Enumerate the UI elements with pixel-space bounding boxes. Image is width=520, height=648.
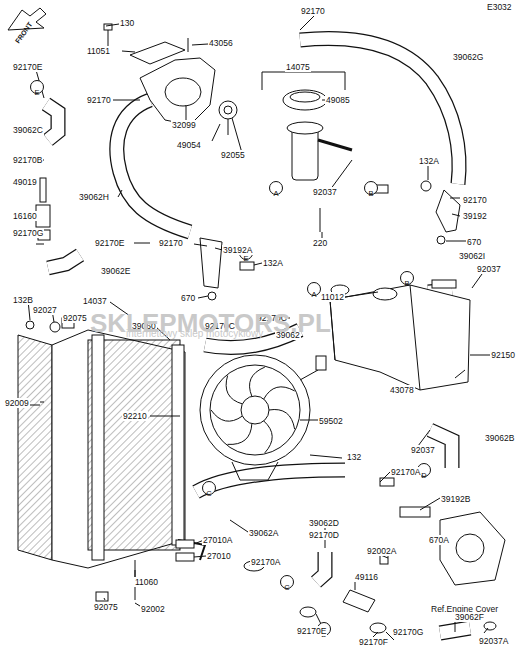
part-number: 11060: [134, 577, 159, 587]
part-number: 92037: [312, 187, 338, 197]
part-number: 39062I: [458, 251, 486, 261]
part-number: 92170A: [390, 467, 421, 477]
part-number: 92170B: [12, 155, 43, 165]
part-number: 220: [312, 238, 328, 248]
part-number: 132: [346, 452, 362, 462]
part-number: 49116: [354, 572, 379, 582]
part-number: 92170G: [12, 228, 44, 238]
part-number: 14037: [82, 296, 108, 306]
part-number: 39062D: [308, 518, 340, 528]
part-number: 59502: [318, 416, 344, 426]
reference-letter: E: [243, 254, 248, 263]
reference-letter: C: [206, 489, 211, 498]
reference-letter: A: [273, 189, 278, 198]
part-number: 92170G: [392, 627, 424, 637]
part-number: 49054: [176, 140, 202, 150]
part-number: 43078: [389, 385, 415, 395]
part-number: 27010A: [202, 535, 233, 545]
part-number: 16160: [12, 211, 38, 221]
part-number: 92170: [300, 6, 326, 16]
part-number: 11012: [320, 292, 345, 302]
part-number: 39062H: [78, 192, 110, 202]
part-number: 130: [119, 18, 135, 28]
part-number: 92170: [86, 95, 112, 105]
part-number: 39062G: [452, 52, 484, 62]
part-number: 92075: [62, 313, 88, 323]
part-number: 39062C: [12, 125, 44, 135]
reference-letter: A: [311, 290, 316, 299]
part-number: 92170: [462, 195, 488, 205]
part-number: 92170A: [250, 557, 281, 567]
part-number: 39062F: [454, 612, 485, 622]
part-number: 670A: [428, 535, 450, 545]
part-number: E3032: [486, 2, 513, 12]
part-number: 92002: [140, 604, 166, 614]
part-number: 92037: [410, 445, 436, 455]
part-number: 92170E: [296, 626, 327, 636]
reference-letter: C: [284, 583, 289, 592]
part-number: 11051: [86, 46, 111, 56]
part-number: 14075: [285, 62, 311, 72]
part-number: 39062B: [484, 433, 515, 443]
reference-letter: D: [421, 471, 426, 480]
part-number: 92037: [476, 264, 502, 274]
reference-letter: B: [368, 189, 373, 198]
part-number: 132A: [418, 156, 440, 166]
fan-blade: [211, 410, 242, 421]
part-number: 92002A: [366, 546, 397, 556]
part-number: 39192B: [440, 494, 471, 504]
part-number: 92170E: [94, 238, 125, 248]
circled-reference-letter: E: [30, 80, 44, 94]
part-number: 92037A: [478, 636, 509, 646]
part-number: 39062A: [248, 528, 279, 538]
part-number: 43056: [208, 38, 234, 48]
part-number: 39062E: [100, 266, 131, 276]
part-number: 670: [180, 293, 196, 303]
part-number: 92075: [93, 602, 119, 612]
part-number: 92210: [122, 411, 148, 421]
fan-blade: [264, 421, 272, 453]
circled-reference-letter: A: [307, 282, 321, 296]
part-number: 670: [466, 237, 482, 247]
part-number: 92150: [490, 350, 516, 360]
part-number: 132A: [262, 258, 284, 268]
part-number: 32099: [171, 120, 197, 130]
part-number: 49019: [12, 177, 38, 187]
part-number: 49085: [325, 95, 351, 105]
part-number: 39192A: [222, 245, 253, 255]
circled-reference-letter: B: [364, 181, 378, 195]
reference-letter: B: [404, 279, 409, 288]
circled-reference-letter: A: [269, 181, 283, 195]
part-number: 92027: [32, 305, 58, 315]
fan-blade: [250, 367, 265, 396]
part-number: 92055: [220, 150, 246, 160]
part-number: 27010: [206, 551, 232, 561]
watermark: internetowy sklep motocyklowy: [126, 328, 263, 339]
fan-blade: [269, 410, 295, 430]
fan-blade: [264, 387, 295, 399]
part-number: 92170E: [12, 62, 43, 72]
part-number: 92170D: [308, 530, 340, 540]
part-number: 132B: [12, 295, 34, 305]
fan-blade: [228, 424, 252, 445]
circled-reference-letter: C: [202, 481, 216, 495]
circled-reference-letter: C: [280, 575, 294, 589]
part-number: 39192: [462, 211, 488, 221]
part-number: 92170: [158, 238, 184, 248]
fan-blade: [226, 376, 242, 404]
part-number: 92170F: [358, 637, 389, 647]
part-number: 92009: [4, 398, 30, 408]
reference-letter: E: [34, 88, 39, 97]
circled-reference-letter: B: [400, 271, 414, 285]
